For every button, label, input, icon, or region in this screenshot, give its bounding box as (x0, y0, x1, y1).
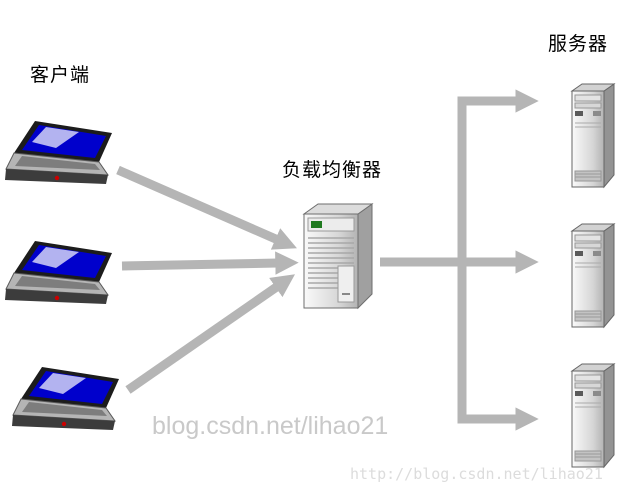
server-icon-2 (568, 223, 616, 329)
watermark-url: http://blog.csdn.net/lihao21 (350, 465, 603, 483)
server-icon-3 (568, 363, 616, 469)
server-icon-1 (568, 83, 616, 189)
label-clients: 客户端 (30, 65, 91, 86)
watermark-text: blog.csdn.net/lihao21 (152, 412, 389, 440)
load-balancer-icon (298, 202, 378, 314)
arrow-client3-to-lb (125, 274, 296, 394)
label-servers: 服务器 (548, 34, 609, 55)
label-load-balancer: 负载均衡器 (282, 160, 383, 181)
laptop-icon-1 (5, 120, 117, 190)
laptop-icon-3 (12, 366, 124, 436)
laptop-icon-2 (5, 240, 117, 310)
arrow-client2-to-lb (121, 251, 299, 275)
arrow-client1-to-lb (116, 165, 297, 250)
